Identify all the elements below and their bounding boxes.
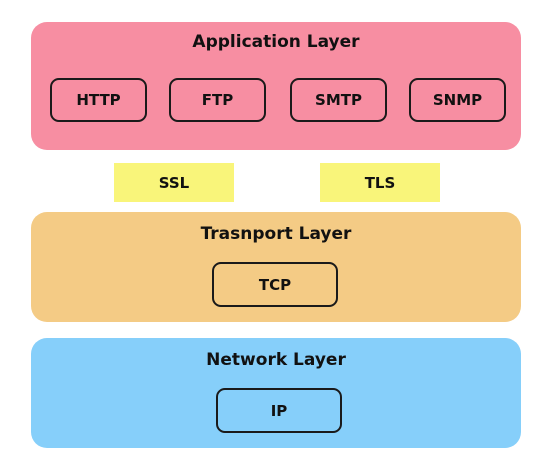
network-layer-title: Network Layer (206, 350, 346, 370)
network-layer: Network Layer IP (31, 338, 521, 448)
transport-layer-title: Trasnport Layer (200, 224, 352, 244)
protocol-tcp: TCP (212, 262, 338, 307)
protocol-smtp: SMTP (290, 78, 387, 122)
transport-layer: Trasnport Layer TCP (31, 212, 521, 322)
security-tls: TLS (320, 163, 440, 202)
protocol-snmp: SNMP (409, 78, 506, 122)
protocol-ftp: FTP (169, 78, 266, 122)
protocol-http: HTTP (50, 78, 147, 122)
application-layer-title: Application Layer (192, 32, 360, 52)
security-ssl: SSL (114, 163, 234, 202)
application-layer: Application Layer HTTP FTP SMTP SNMP (31, 22, 521, 150)
protocol-ip: IP (216, 388, 342, 433)
